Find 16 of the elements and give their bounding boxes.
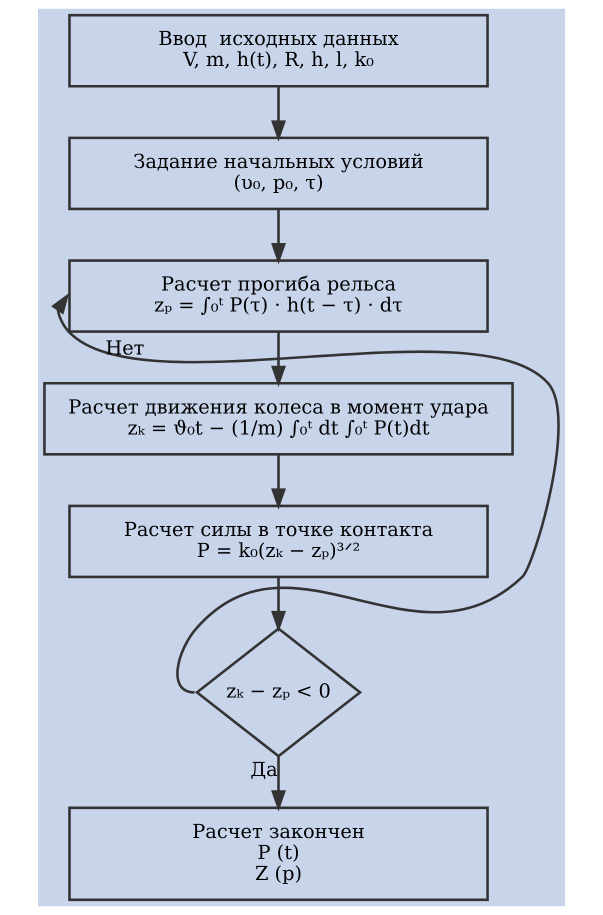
arrow (271, 208, 286, 264)
arrow (271, 756, 286, 812)
node-box: Расчет движения колеса в момент удара zₖ = ϑ₀t − (1/m) ∫₀ᵗ dt ∫₀ᵗ P(t)dt (43, 382, 514, 456)
arrow (271, 577, 286, 632)
node-box: Расчет закончен P (t) Z (p) (68, 806, 489, 902)
node-box: Задание начальных условий (υ₀, p₀, τ) (68, 136, 489, 210)
edge-label: Да (250, 758, 278, 782)
arrow (271, 332, 286, 388)
edge-label: Нет (105, 336, 144, 360)
arrow (271, 86, 286, 142)
arrow (51, 292, 560, 694)
arrow (271, 454, 286, 510)
node-box: Расчет прогиба рельса zₚ = ∫₀ᵗ P(τ) · h(t − τ) · dτ (68, 259, 489, 333)
node-diamond: zₖ − zₚ < 0 (194, 626, 362, 758)
node-box: Расчет силы в точке контакта P = k₀(zₖ − zₚ)³ᐟ² (68, 504, 489, 578)
node-box: Ввод исходных данных V, m, h(t), R, h, l, k₀ (68, 14, 489, 88)
